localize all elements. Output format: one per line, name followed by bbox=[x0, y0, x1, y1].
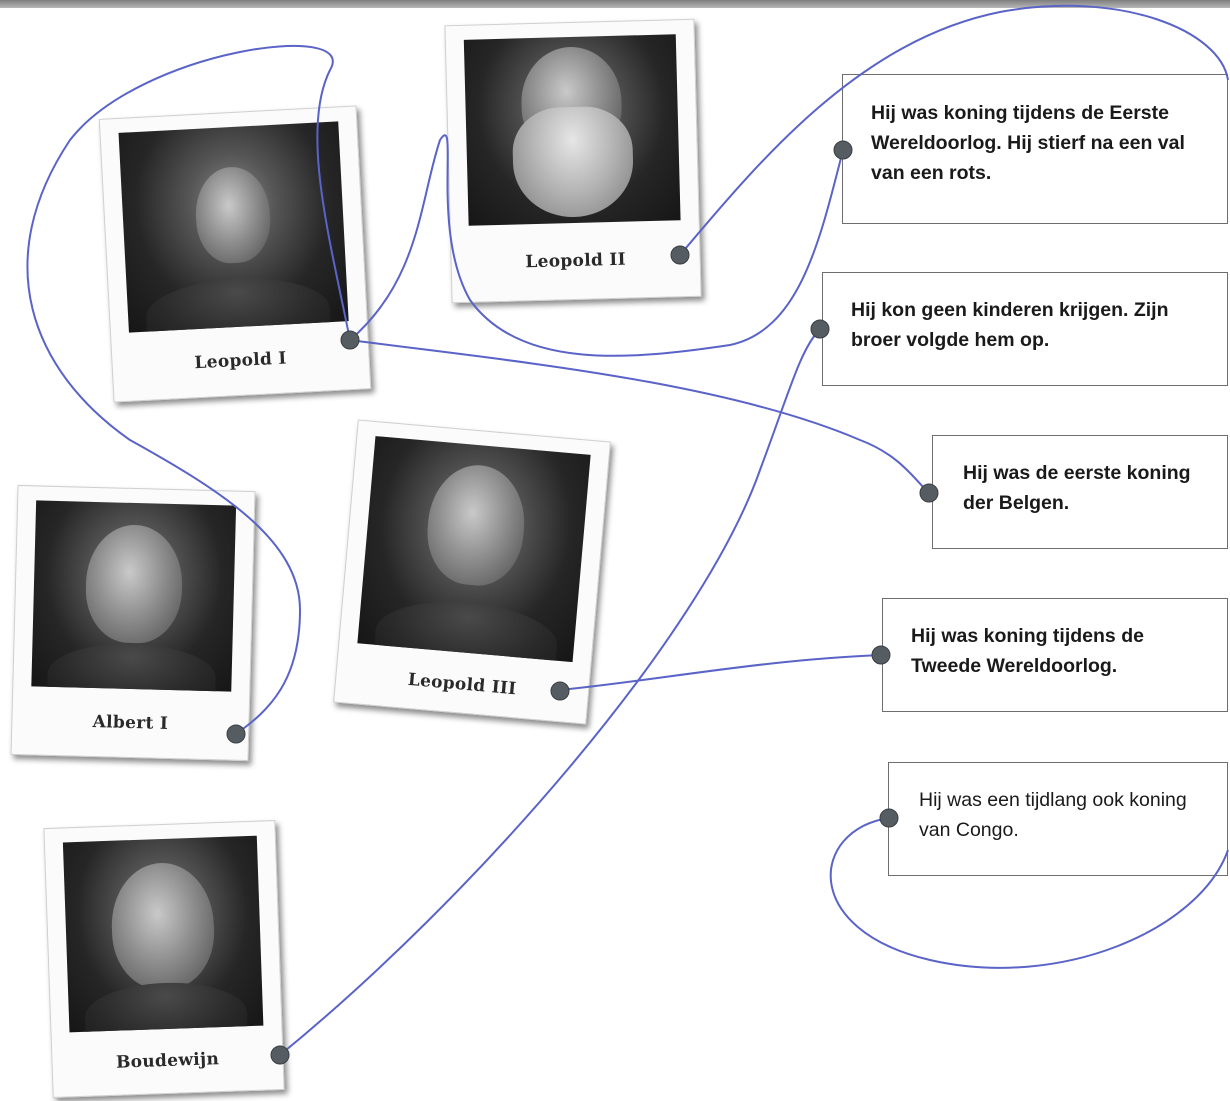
king-card-leopold-i[interactable]: Leopold I bbox=[98, 105, 372, 403]
clue-box-5[interactable]: Hij was een tijdlang ook koning van Cong… bbox=[888, 762, 1228, 876]
portrait-leopold-ii bbox=[463, 34, 681, 226]
clue-text-3: Hij was de eerste koning der Belgen. bbox=[963, 462, 1191, 514]
clue-box-4[interactable]: Hij was koning tijdens de Tweede Wereldo… bbox=[882, 598, 1228, 712]
clue-box-3[interactable]: Hij was de eerste koning der Belgen. bbox=[932, 435, 1228, 549]
clue-box-2[interactable]: Hij kon geen kinderen krijgen. Zijn broe… bbox=[822, 272, 1228, 386]
portrait-leopold-iii bbox=[357, 436, 591, 663]
king-name-leopold-i: Leopold I bbox=[194, 348, 288, 374]
clue-text-4: Hij was koning tijdens de Tweede Wereldo… bbox=[911, 625, 1144, 677]
king-name-albert-i: Albert I bbox=[92, 711, 169, 734]
king-card-leopold-ii[interactable]: Leopold II bbox=[444, 18, 702, 304]
portrait-boudewijn bbox=[62, 835, 264, 1033]
king-name-boudewijn: Boudewijn bbox=[115, 1049, 220, 1073]
line-leopold-iii-to-clue-4 bbox=[559, 654, 882, 691]
king-card-albert-i[interactable]: Albert I bbox=[10, 484, 256, 762]
king-name-leopold-iii: Leopold III bbox=[407, 669, 518, 700]
king-card-leopold-iii[interactable]: Leopold III bbox=[333, 419, 611, 725]
clue-text-2: Hij kon geen kinderen krijgen. Zijn broe… bbox=[851, 299, 1169, 351]
clue-text-5: Hij was een tijdlang ook koning van Cong… bbox=[919, 789, 1187, 841]
king-card-boudewijn[interactable]: Boudewijn bbox=[43, 820, 285, 1098]
king-name-leopold-ii: Leopold II bbox=[525, 249, 627, 273]
portrait-albert-i bbox=[31, 500, 237, 692]
clue-text-1: Hij was koning tijdens de Eerste Wereldo… bbox=[871, 102, 1185, 184]
top-edge-strip bbox=[0, 0, 1230, 8]
clue-box-1[interactable]: Hij was koning tijdens de Eerste Wereldo… bbox=[842, 74, 1228, 224]
portrait-leopold-i bbox=[118, 121, 349, 333]
